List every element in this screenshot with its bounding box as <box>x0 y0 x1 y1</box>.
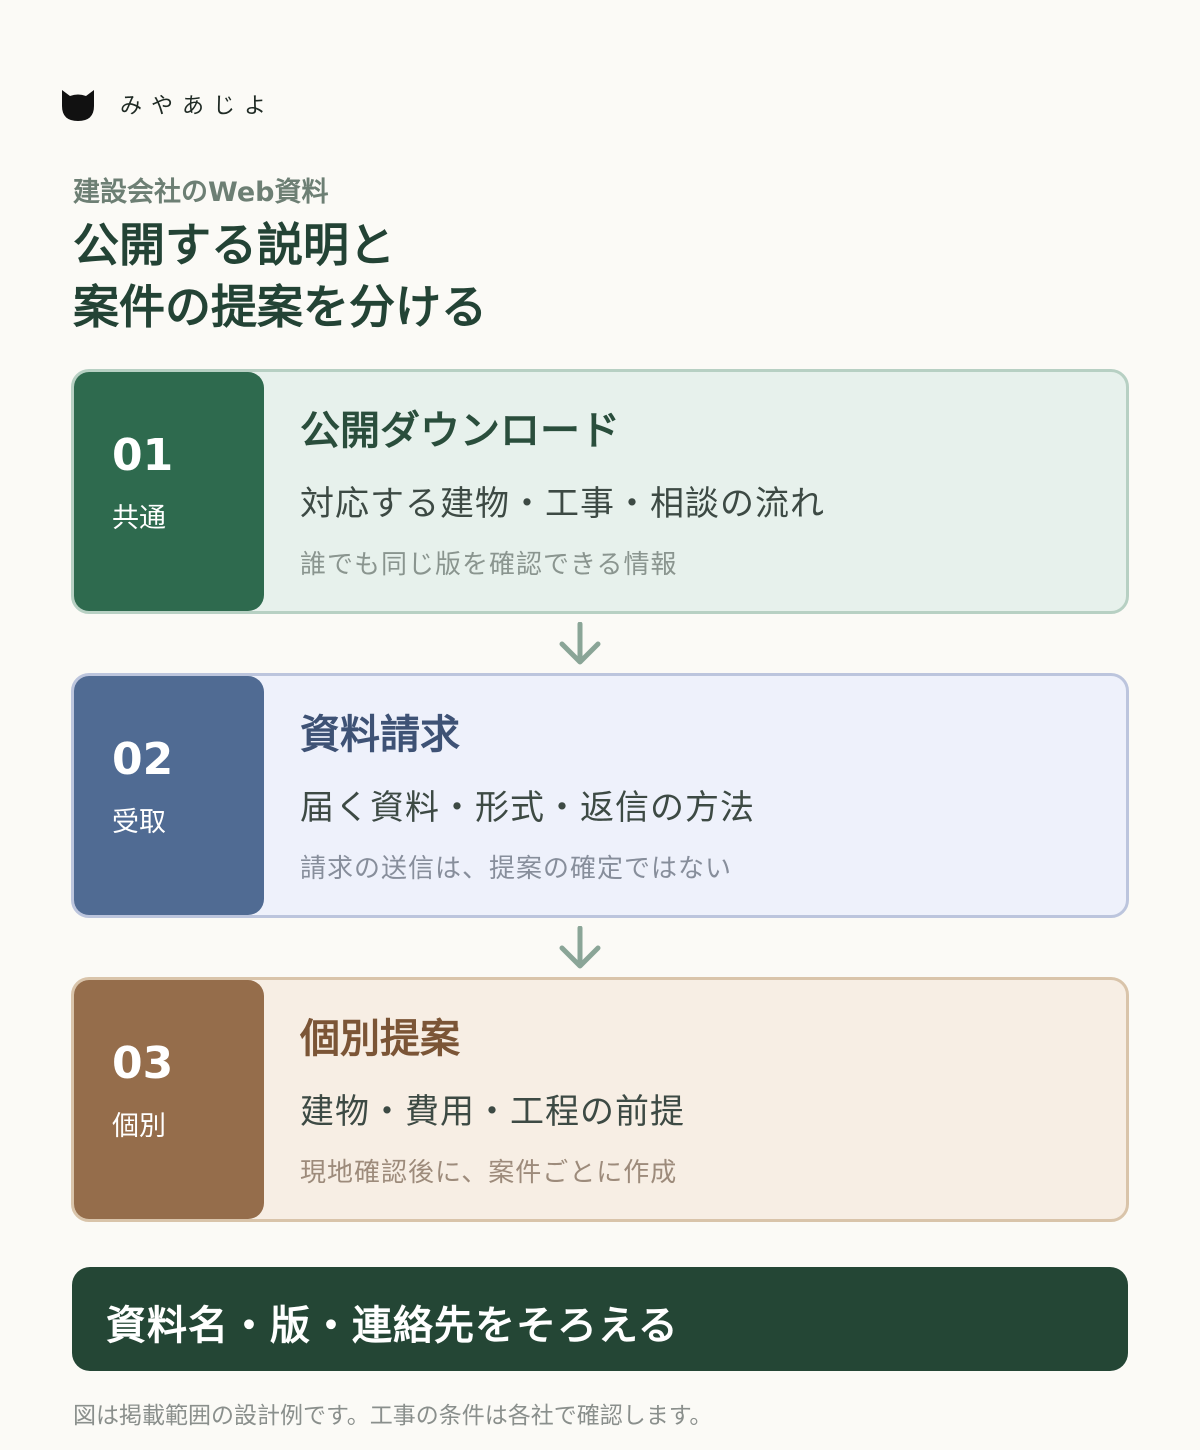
step-tag: 受取 <box>112 807 166 838</box>
step-subtitle: 届く資料・形式・返信の方法 <box>300 788 755 828</box>
step-note: 誰でも同じ版を確認できる情報 <box>300 550 678 580</box>
arrow-down-icon <box>559 926 601 969</box>
cat-icon <box>62 90 94 121</box>
step-card-individual-proposal: 03 個別 個別提案 建物・費用・工程の前提 現地確認後に、案件ごとに作成 <box>71 977 1129 1222</box>
title-line-1: 公開する説明と <box>73 218 395 272</box>
step-number: 02 <box>112 734 174 785</box>
step-tag: 個別 <box>112 1111 166 1142</box>
step-heading: 個別提案 <box>300 1016 460 1062</box>
title-line-2: 案件の提案を分ける <box>73 280 487 334</box>
step-subtitle: 対応する建物・工事・相談の流れ <box>300 484 825 524</box>
eyebrow: 建設会社のWeb資料 <box>73 177 329 208</box>
step-note: 現地確認後に、案件ごとに作成 <box>300 1158 678 1188</box>
arrow-down-icon <box>559 622 601 665</box>
step-heading: 資料請求 <box>300 712 460 758</box>
summary-banner: 資料名・版・連絡先をそろえる <box>72 1267 1128 1371</box>
step-subtitle: 建物・費用・工程の前提 <box>300 1092 685 1132</box>
brand: みやあじよ <box>60 86 275 122</box>
step-card-public-download: 01 共通 公開ダウンロード 対応する建物・工事・相談の流れ 誰でも同じ版を確認… <box>71 369 1129 614</box>
brand-name: みやあじよ <box>120 94 276 119</box>
step-note: 請求の送信は、提案の確定ではない <box>300 854 733 884</box>
page-title: 公開する説明と 案件の提案を分ける <box>73 214 487 338</box>
step-number-block: 02 受取 <box>74 676 264 915</box>
step-heading: 公開ダウンロード <box>300 408 620 454</box>
step-tag: 共通 <box>112 503 166 534</box>
footnote: 図は掲載範囲の設計例です。工事の条件は各社で確認します。 <box>73 1403 713 1429</box>
step-number: 03 <box>112 1038 174 1089</box>
step-number-block: 03 個別 <box>74 980 264 1219</box>
step-number: 01 <box>112 430 174 481</box>
summary-banner-text: 資料名・版・連絡先をそろえる <box>106 1303 679 1349</box>
step-card-document-request: 02 受取 資料請求 届く資料・形式・返信の方法 請求の送信は、提案の確定ではな… <box>71 673 1129 918</box>
step-number-block: 01 共通 <box>74 372 264 611</box>
